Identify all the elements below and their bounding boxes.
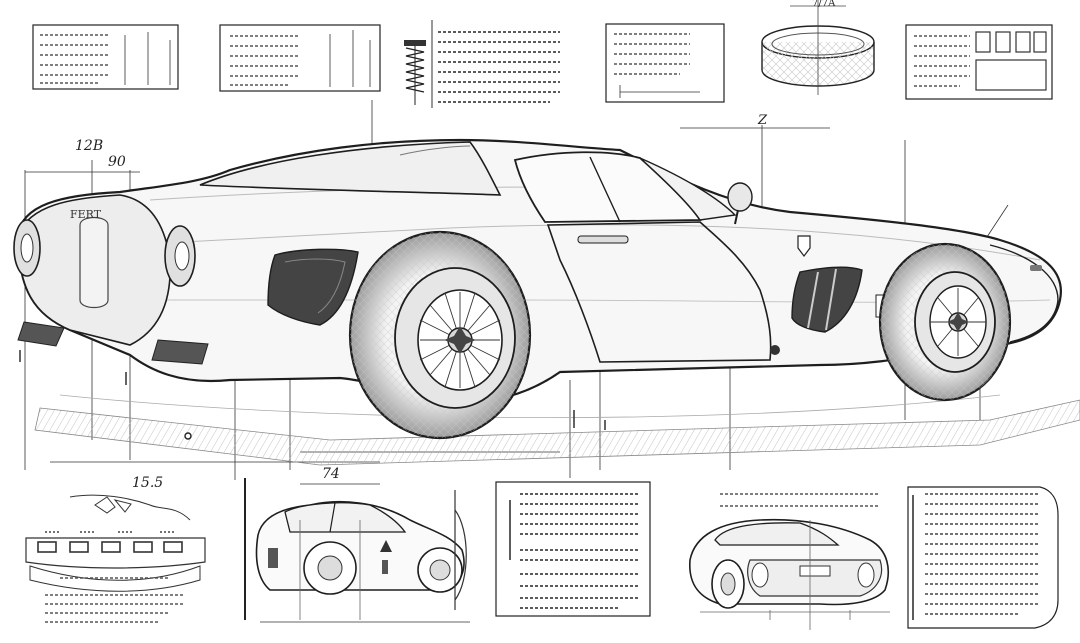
dimension-label-90: 90	[108, 154, 126, 170]
rear-badge: FERT	[70, 208, 102, 221]
front-light	[1030, 265, 1042, 271]
dimension-label-z: Z	[757, 113, 768, 128]
door-handle	[577, 235, 629, 244]
main-car-drawing: FERT	[13, 138, 1080, 466]
dimension-label-15-5: 15.5	[132, 475, 163, 491]
ring-dimension-label: 7/7A	[812, 0, 836, 9]
spec-box-top-1	[32, 24, 179, 90]
spring-icon	[404, 40, 426, 105]
exhaust-pipes	[17, 321, 209, 365]
rear-side-vent	[267, 248, 359, 326]
small-car-side-view: 74	[255, 466, 467, 620]
prancing-horse-emblem	[797, 235, 811, 257]
rear-wheel	[348, 230, 532, 440]
spec-box-top-3	[605, 23, 725, 103]
dimension-label-12b: 12B	[75, 138, 103, 154]
spec-box-bottom-center	[495, 481, 651, 617]
tick-marks	[19, 350, 606, 440]
dimension-label-74: 74	[322, 466, 340, 482]
door-outline	[546, 221, 772, 363]
spec-box-top-4	[905, 24, 1053, 100]
spec-box-top-2	[219, 24, 381, 92]
small-car-rear-view	[689, 493, 890, 630]
spec-box-bottom-right	[907, 486, 1059, 629]
front-wheel	[878, 242, 1012, 402]
windshield	[639, 157, 737, 221]
spec-text-block-top	[431, 20, 560, 108]
side-mirror	[727, 182, 753, 225]
piston-ring-icon: 7/7A	[761, 0, 875, 95]
car-body	[16, 138, 1062, 404]
bottom-left-detail: 15.5	[25, 475, 470, 623]
